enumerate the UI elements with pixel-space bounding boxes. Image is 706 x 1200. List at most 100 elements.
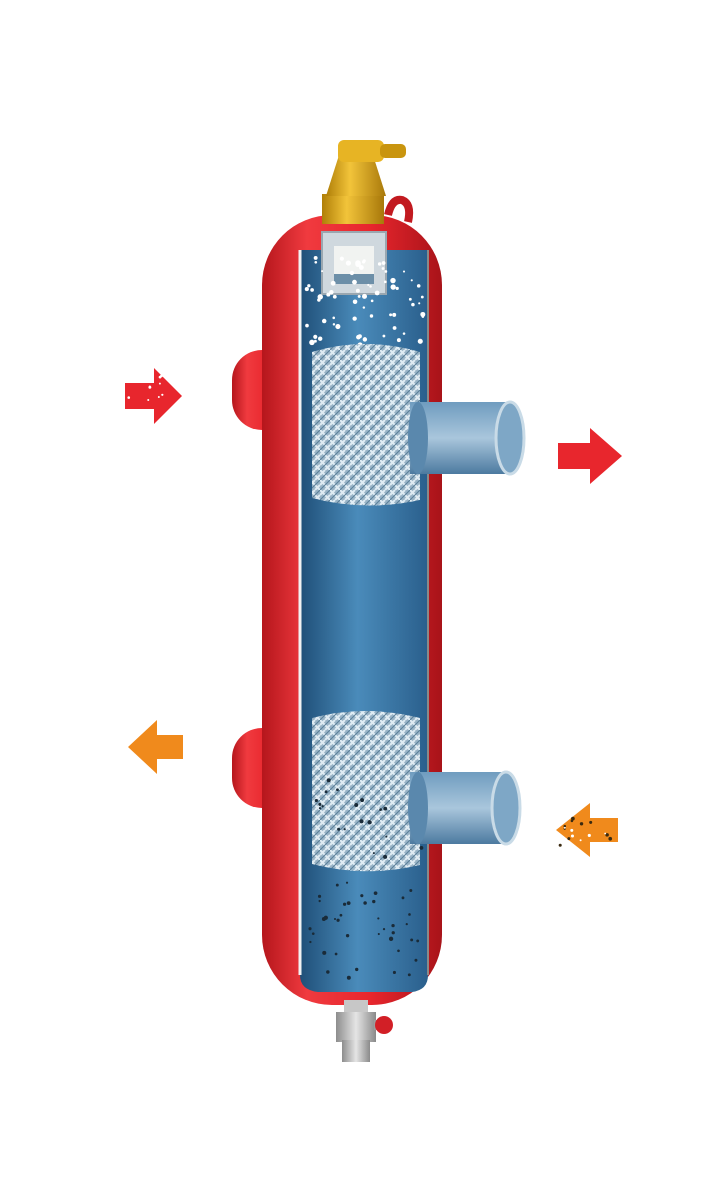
- lower-coalescing-mesh: [312, 711, 420, 872]
- air-bubble: [358, 265, 364, 270]
- sediment-particle: [372, 899, 376, 904]
- arrow-speck: [559, 815, 563, 818]
- sediment-particle: [334, 952, 338, 956]
- sediment-particle: [333, 917, 337, 921]
- air-bubbles: [304, 255, 426, 348]
- sediment-particle: [367, 820, 372, 825]
- automatic-air-vent: [322, 140, 406, 224]
- arrow-speck: [563, 826, 566, 829]
- sediment-particle: [377, 932, 380, 936]
- arrow-speck: [567, 837, 571, 841]
- air-bubble: [339, 256, 344, 261]
- air-bubble: [390, 284, 396, 290]
- sediment-particle: [382, 928, 386, 931]
- hot-inlet-arrow: [125, 368, 182, 424]
- arrow-speck: [579, 839, 582, 842]
- sediment-particle: [326, 970, 330, 974]
- sediment-particle: [345, 881, 349, 884]
- air-vent-base: [322, 194, 384, 224]
- air-bubble: [389, 313, 393, 317]
- sediment-particle: [326, 778, 331, 783]
- air-bubble: [420, 295, 424, 299]
- arrow-speck: [127, 396, 131, 399]
- arrow-speck: [570, 834, 575, 838]
- flow-arrows: [125, 368, 622, 857]
- drain-valve: [336, 1000, 393, 1062]
- sediment-particle: [342, 902, 347, 906]
- arrow-speck: [161, 393, 164, 396]
- sediment-particle: [343, 828, 346, 831]
- air-bubble: [390, 277, 396, 284]
- sediment-particle: [314, 798, 318, 803]
- air-bubble: [362, 306, 366, 309]
- sediment-particle: [360, 798, 365, 803]
- sediment-particle: [419, 845, 424, 850]
- sediment-particle: [323, 915, 328, 920]
- air-bubble: [355, 288, 360, 293]
- vessel-lug: [384, 195, 414, 223]
- air-bubble: [314, 260, 318, 264]
- arrow-speck: [563, 824, 567, 828]
- arrow-speck: [611, 809, 613, 812]
- air-bubble: [369, 285, 372, 288]
- air-bubble: [304, 287, 309, 292]
- upper-right-pipe: [408, 400, 526, 476]
- sediment-particle: [324, 790, 328, 794]
- air-bubble: [355, 260, 361, 266]
- arrow-speck: [558, 843, 562, 847]
- air-bubble: [417, 338, 423, 344]
- air-bubble: [396, 338, 401, 343]
- air-bubble: [307, 284, 311, 288]
- cold-inlet-arrow: [556, 803, 618, 857]
- arrow-speck: [564, 817, 568, 821]
- sediment-particle: [401, 896, 405, 900]
- air-bubble: [349, 270, 355, 276]
- sediment-particle: [377, 917, 380, 920]
- sediment-particle: [359, 819, 364, 824]
- sediment-particle: [336, 918, 340, 922]
- sediment-particle: [309, 940, 312, 944]
- air-bubble: [410, 279, 413, 282]
- lower-right-pipe: [408, 770, 522, 846]
- sediment-particle: [345, 933, 350, 938]
- air-bubble: [367, 283, 370, 287]
- air-bubble: [416, 284, 421, 288]
- arrow-speck: [147, 398, 150, 401]
- sediment-particle: [392, 970, 396, 974]
- sediment-particles: [308, 778, 424, 980]
- air-bubble: [321, 270, 324, 273]
- air-vent-chamber: [321, 231, 387, 295]
- arrow-speck: [570, 828, 574, 832]
- sediment-particle: [355, 967, 359, 972]
- air-bubble: [332, 323, 336, 326]
- sediment-particle: [410, 938, 414, 942]
- sediment-particle: [337, 827, 341, 831]
- sediment-particle: [414, 958, 418, 962]
- sediment-particle: [318, 802, 322, 806]
- air-bubble: [345, 260, 351, 266]
- air-bubble: [402, 332, 406, 335]
- air-bubble: [313, 255, 318, 260]
- sediment-particle: [416, 939, 420, 943]
- sediment-particle: [318, 899, 321, 903]
- air-bubble: [420, 311, 426, 317]
- arrow-speck: [148, 385, 152, 389]
- sediment-particle: [391, 923, 395, 928]
- arrow-speck: [604, 832, 607, 835]
- air-bubble: [357, 294, 361, 298]
- arrow-speck: [160, 374, 163, 378]
- air-bubble: [330, 280, 336, 286]
- air-bubble: [362, 337, 368, 342]
- air-bubble: [421, 315, 425, 318]
- air-bubble: [361, 260, 366, 264]
- air-bubble: [313, 334, 318, 339]
- air-bubble: [332, 294, 337, 299]
- air-bubble: [332, 316, 336, 320]
- sediment-particle: [363, 901, 367, 905]
- sediment-particle: [322, 950, 327, 955]
- air-bubble: [318, 336, 323, 341]
- drain-valve-handle: [375, 1016, 393, 1034]
- sediment-particle: [321, 805, 324, 808]
- air-bubble: [377, 262, 382, 266]
